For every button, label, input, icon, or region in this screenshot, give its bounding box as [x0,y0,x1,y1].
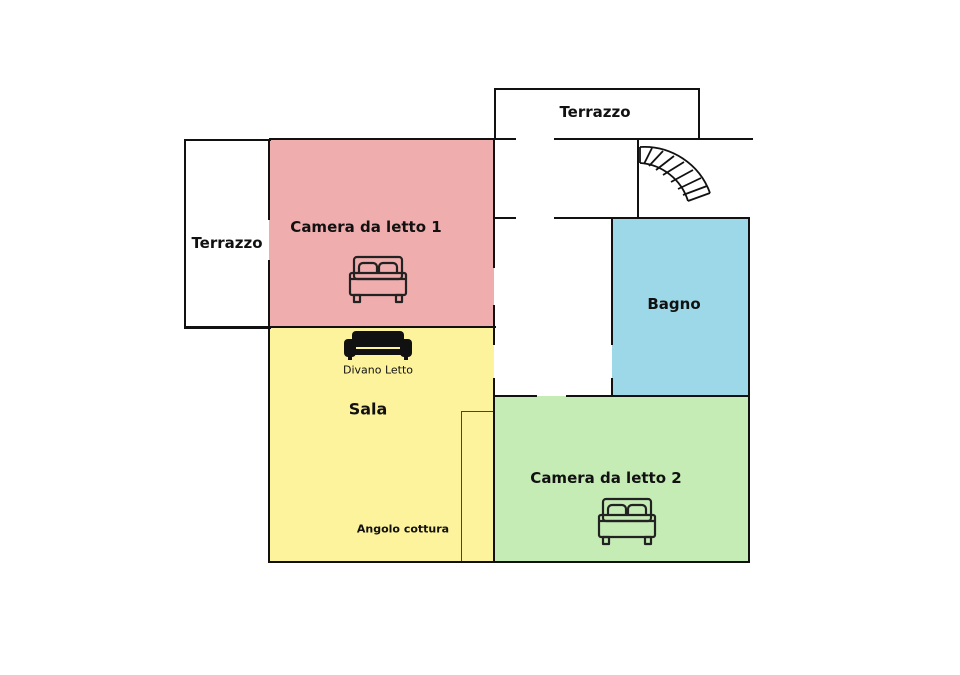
spiral-stairs-icon [639,146,711,202]
double-bed-icon [348,255,408,304]
wall [269,138,496,140]
wall [611,218,613,345]
sofa-bed-label: Divano Letto [342,363,414,377]
wall [566,395,750,397]
terrace-top-label: Terrazzo [559,103,631,121]
wall [493,139,495,268]
wall [637,138,639,219]
double-bed-icon [597,497,657,546]
kitchenette-label: Angolo cottura [356,522,450,536]
wall [494,395,537,397]
wall [184,326,496,328]
living-label: Sala [348,399,388,419]
wall [554,217,750,219]
bedroom-2-label: Camera da letto 2 [530,469,682,487]
room-bathroom [612,218,749,396]
wall [268,561,750,563]
wall [268,260,270,563]
wall [494,217,516,219]
wall [554,138,753,140]
kitchen-counter [461,411,495,562]
bathroom-label: Bagno [647,295,701,313]
sofa-icon [344,331,412,360]
wall [494,138,516,140]
terrace-left-label: Terrazzo [191,234,263,252]
wall [268,139,270,220]
wall [748,217,750,563]
wall [611,378,613,397]
room-terrace-top [494,88,700,140]
bedroom-1-label: Camera da letto 1 [290,218,442,236]
room-living [269,327,494,562]
room-bedroom-2 [494,396,749,562]
wall [493,305,495,345]
wall [493,378,495,563]
room-terrace-left [184,139,271,329]
